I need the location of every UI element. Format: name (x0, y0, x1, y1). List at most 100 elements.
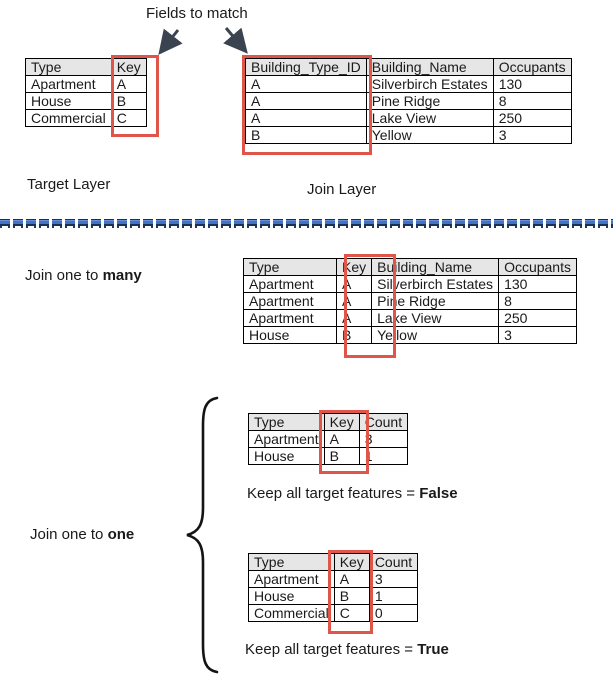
table-cell: Apartment (248, 430, 325, 448)
table-cell: A (245, 75, 367, 93)
divider-dash (377, 219, 387, 228)
table-cell: House (25, 92, 112, 110)
curly-brace-icon (186, 396, 219, 674)
column-header: Key (110, 58, 147, 76)
divider-dash (390, 219, 400, 228)
divider-dash (182, 219, 192, 228)
column-header: Building_Name (371, 258, 500, 276)
divider-dash (429, 219, 439, 228)
divider-dash (559, 219, 569, 228)
column-header: Occupants (498, 258, 577, 276)
keep-false-caption: Keep all target features = False (247, 485, 458, 502)
divider-dash (195, 219, 205, 228)
divider-dash (91, 219, 101, 228)
table-cell: Silverbirch Estates (365, 75, 494, 93)
join-many-prefix: Join one to (25, 267, 103, 284)
table-cell: House (248, 447, 325, 465)
divider-dash (416, 219, 426, 228)
field-match-arrows (158, 27, 248, 55)
divider-dash (234, 219, 244, 228)
column-header: Type (243, 258, 337, 276)
table-cell: 3 (492, 126, 572, 144)
divider-dash (325, 219, 335, 228)
divider-dash (273, 219, 283, 228)
arrow-down-right-icon (223, 27, 248, 54)
table-cell: B (245, 126, 367, 144)
table-cell: Apartment (243, 275, 337, 293)
divider-dash (455, 219, 465, 228)
table-cell: 130 (498, 275, 577, 293)
table-cell: Yellow (371, 326, 500, 344)
table-cell: Commercial (248, 604, 335, 622)
table-cell: Apartment (248, 570, 335, 588)
join-one-bold: one (107, 526, 135, 543)
column-header: Key (333, 553, 370, 571)
divider-dash (299, 219, 309, 228)
table-cell: C (333, 604, 370, 622)
divider-dash (494, 219, 504, 228)
divider-dash (104, 219, 114, 228)
table-cell: Pine Ridge (371, 292, 500, 310)
keep-false-prefix: Keep all target features = (247, 485, 420, 502)
divider-dash (546, 219, 556, 228)
column-header: Building_Name (365, 58, 494, 76)
divider-dash (533, 219, 543, 228)
divider-dash (611, 219, 613, 228)
table-cell: Lake View (371, 309, 500, 327)
divider-dash (468, 219, 478, 228)
table-cell: A (335, 292, 373, 310)
table-cell: Silverbirch Estates (371, 275, 500, 293)
table-cell: 3 (498, 326, 577, 344)
table-cell: 3 (368, 570, 419, 588)
divider-dash (143, 219, 153, 228)
table-cell: 250 (492, 109, 572, 127)
table-cell: 0 (368, 604, 419, 622)
divider-dash (65, 219, 75, 228)
divider-dash (221, 219, 231, 228)
table-cell: A (335, 309, 373, 327)
table-cell: House (243, 326, 337, 344)
table-cell: A (245, 109, 367, 127)
join-one-prefix: Join one to (30, 526, 108, 543)
target-layer-label: Target Layer (27, 176, 111, 193)
table-cell: House (248, 587, 335, 605)
column-header: Key (323, 413, 360, 431)
keep-false-bold: False (419, 485, 458, 502)
column-header: Count (368, 553, 419, 571)
divider-dash (442, 219, 452, 228)
divider-dash (351, 219, 361, 228)
table-cell: Commercial (25, 109, 112, 127)
join-one-to-many-label: Join one to many (25, 267, 142, 284)
table-cell: A (110, 75, 147, 93)
divider-dash (39, 219, 49, 228)
keep-true-caption: Keep all target features = True (245, 641, 449, 658)
column-header: Occupants (492, 58, 572, 76)
table-cell: C (110, 109, 147, 127)
divider-dash (78, 219, 88, 228)
table-cell: 250 (498, 309, 577, 327)
divider-dash (312, 219, 322, 228)
column-header: Key (335, 258, 373, 276)
column-header: Building_Type_ID (245, 58, 367, 76)
table-cell: A (245, 92, 367, 110)
table-cell: Apartment (25, 75, 112, 93)
